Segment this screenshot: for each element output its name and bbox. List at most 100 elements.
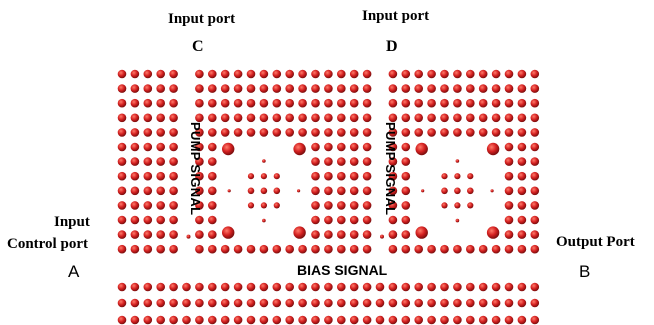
dielectric-rod [491, 113, 501, 123]
dielectric-rod [504, 128, 514, 137]
dielectric-rod [504, 201, 514, 210]
dielectric-rod [259, 98, 269, 108]
dielectric-rod [491, 244, 501, 254]
dielectric-rod [453, 98, 462, 108]
dielectric-rod [517, 186, 527, 196]
dielectric-rod [285, 282, 295, 292]
dielectric-rod [466, 84, 475, 93]
dielectric-rod [285, 128, 295, 137]
dielectric-rod [362, 113, 372, 123]
ring-core-rod [454, 202, 461, 209]
dielectric-rod [362, 315, 372, 325]
dielectric-rod [311, 69, 320, 79]
dielectric-rod [440, 128, 449, 137]
dielectric-rod [427, 282, 436, 292]
dielectric-rod [130, 186, 140, 196]
dielectric-rod [440, 244, 449, 254]
dielectric-rod [401, 282, 411, 292]
dielectric-rod [324, 282, 333, 292]
dielectric-rod [453, 315, 462, 325]
ring-small-rod [262, 159, 266, 163]
dielectric-rod [208, 282, 217, 292]
dielectric-rod [362, 201, 372, 210]
dielectric-rod [143, 128, 153, 137]
dielectric-rod [233, 282, 243, 292]
ring-small-rod [455, 159, 460, 163]
dielectric-rod [388, 128, 398, 137]
ring-core-rod [467, 173, 474, 180]
coupling-rod-large [415, 142, 428, 156]
dielectric-rod [246, 315, 256, 325]
dielectric-rod [478, 298, 488, 308]
dielectric-rod [337, 69, 346, 79]
dielectric-rod [388, 142, 398, 152]
dielectric-rod [530, 282, 540, 292]
dielectric-rod [311, 230, 320, 239]
dielectric-rod [246, 98, 256, 108]
dielectric-rod [504, 230, 514, 239]
dielectric-rod [478, 84, 488, 93]
dielectric-rod [349, 186, 359, 196]
dielectric-rod [517, 244, 527, 254]
dielectric-rod [143, 69, 153, 79]
dielectric-rod [195, 186, 204, 196]
dielectric-rod [182, 315, 191, 325]
dielectric-rod [169, 244, 178, 254]
dielectric-rod [517, 113, 527, 123]
dielectric-rod [517, 215, 527, 225]
dielectric-rod [208, 157, 217, 166]
dielectric-rod [517, 98, 527, 108]
dielectric-rod [401, 157, 411, 166]
dielectric-rod [311, 98, 320, 108]
coupling-rod-large [415, 226, 428, 239]
dielectric-rod [143, 315, 153, 325]
dielectric-rod [337, 157, 346, 166]
dielectric-rod [401, 215, 411, 225]
coupling-rod-large [486, 142, 500, 156]
dielectric-rod [530, 315, 540, 325]
dielectric-rod [298, 69, 307, 79]
dielectric-rod [220, 128, 230, 137]
dielectric-rod [156, 298, 165, 308]
dielectric-rod [517, 142, 527, 152]
dielectric-rod [362, 157, 372, 166]
dielectric-rod [311, 244, 320, 254]
dielectric-rod [195, 69, 204, 79]
dielectric-rod [272, 69, 282, 79]
dielectric-rod [349, 128, 359, 137]
dielectric-rod [466, 244, 475, 254]
dielectric-rod [530, 298, 540, 308]
dielectric-rod [388, 201, 398, 210]
dielectric-rod [298, 244, 307, 254]
dielectric-rod [246, 113, 256, 123]
dielectric-rod [530, 113, 540, 123]
dielectric-rod [285, 98, 295, 108]
dielectric-rod [530, 215, 540, 225]
ring-core-rod [260, 202, 267, 209]
dielectric-rod [324, 186, 333, 196]
dielectric-rod [388, 315, 398, 325]
dielectric-rod [311, 298, 320, 308]
dielectric-rod [117, 201, 127, 210]
dielectric-rod [388, 215, 398, 225]
ring-core-rod [273, 202, 280, 209]
dielectric-rod [349, 282, 359, 292]
dielectric-rod [156, 113, 165, 123]
dielectric-rod [143, 98, 153, 108]
ring-core-rod [247, 187, 255, 195]
dielectric-rod [298, 298, 307, 308]
dielectric-rod [259, 298, 269, 308]
dielectric-rod [311, 128, 320, 137]
dielectric-rod [427, 98, 436, 108]
dielectric-rod [324, 157, 333, 166]
dielectric-rod [362, 98, 372, 108]
dielectric-rod [130, 113, 140, 123]
dielectric-rod [504, 315, 514, 325]
dielectric-rod [530, 157, 540, 166]
dielectric-rod [298, 84, 307, 93]
dielectric-rod [440, 98, 449, 108]
dielectric-rod [324, 298, 333, 308]
ring-small-rod [455, 218, 460, 223]
